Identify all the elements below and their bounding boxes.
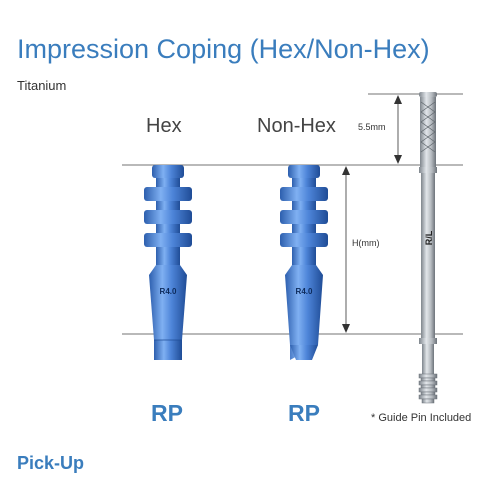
pin-engraving: R/L bbox=[424, 230, 434, 245]
height-dimension-label: H(mm) bbox=[352, 238, 380, 248]
page-title: Impression Coping (Hex/Non-Hex) bbox=[17, 34, 430, 64]
hex-coping bbox=[144, 165, 192, 360]
non-hex-label: Non-Hex bbox=[257, 115, 336, 137]
hex-label: Hex bbox=[146, 115, 182, 137]
height-dimension-arrow bbox=[342, 166, 350, 333]
non-hex-coping bbox=[280, 165, 328, 360]
hex-engraving: R4.0 bbox=[160, 287, 177, 296]
pickup-label: Pick-Up bbox=[17, 453, 85, 473]
top-dimension-label: 5.5mm bbox=[358, 122, 386, 132]
top-dimension-arrow bbox=[394, 95, 402, 164]
non-hex-engraving: R4.0 bbox=[296, 287, 313, 296]
guide-pin bbox=[418, 92, 438, 404]
guide-pin-note: * Guide Pin Included bbox=[371, 412, 472, 424]
non-hex-size-label: RP bbox=[288, 400, 320, 426]
hex-size-label: RP bbox=[151, 400, 183, 426]
material-label: Titanium bbox=[17, 78, 67, 93]
